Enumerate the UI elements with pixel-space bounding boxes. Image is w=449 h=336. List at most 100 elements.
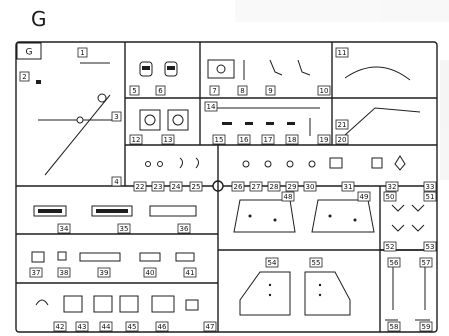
part-number-tag: 32 xyxy=(385,181,399,192)
part-number-tag: 23 xyxy=(151,181,165,192)
part-number-box xyxy=(267,181,281,192)
part-number-box xyxy=(161,134,175,145)
part-number-label: 36 xyxy=(180,225,189,233)
part-number-box xyxy=(99,321,113,332)
part-number-tag: 29 xyxy=(285,181,299,192)
part-54-panel xyxy=(239,271,291,316)
part-number-box xyxy=(203,321,217,332)
part-number-tag: 36 xyxy=(177,223,191,234)
part-number-tag: 26 xyxy=(231,181,245,192)
part-number-box xyxy=(29,267,43,278)
part-number-box xyxy=(265,257,279,268)
part-number-tag: 7 xyxy=(209,85,220,96)
part-number-tag: 6 xyxy=(155,85,166,96)
part-number-label: 41 xyxy=(186,269,195,277)
part-number-label: 58 xyxy=(390,323,399,331)
part-number-box xyxy=(423,241,437,252)
part-11-arch-bar xyxy=(344,66,411,81)
part-number-box xyxy=(129,85,140,96)
part-number-box xyxy=(335,134,349,145)
part-number-label: 9 xyxy=(268,87,272,95)
part-number-tag: 24 xyxy=(169,181,183,192)
part-number-tag: 50 xyxy=(383,191,397,202)
sprue-outer-frame xyxy=(15,41,438,333)
part-number-label: 22 xyxy=(136,183,145,191)
part-number-tag: 1 xyxy=(77,47,88,58)
part-number-box xyxy=(237,134,251,145)
part-number-tag: 17 xyxy=(261,134,275,145)
part-number-tag: 15 xyxy=(212,134,226,145)
part-number-box xyxy=(117,223,131,234)
part-56-59-rods xyxy=(385,265,430,321)
part-37-41-row xyxy=(31,251,195,263)
part-number-tag: 31 xyxy=(341,181,355,192)
part-number-box xyxy=(285,181,299,192)
part-number-box xyxy=(387,321,401,332)
part-42-47-row xyxy=(35,295,199,313)
part-10-hook xyxy=(297,59,311,76)
part-number-label: 42 xyxy=(56,323,65,331)
part-36-panel xyxy=(149,205,197,217)
part-number-box xyxy=(383,241,397,252)
part-number-label: 54 xyxy=(268,259,277,267)
upper-runners xyxy=(124,42,437,186)
part-number-label: 33 xyxy=(426,183,435,191)
part-15-19-small-items xyxy=(222,118,311,136)
part-number-box xyxy=(204,101,218,112)
part-number-label: 40 xyxy=(146,269,155,277)
part-number-tag: 43 xyxy=(75,321,89,332)
part-number-tag: 52 xyxy=(383,241,397,252)
part-number-label: 29 xyxy=(288,183,297,191)
part-number-tag: 55 xyxy=(309,257,323,268)
part-number-label: 16 xyxy=(240,136,249,144)
part-number-tag: 5 xyxy=(129,85,140,96)
part-number-tag: 45 xyxy=(125,321,139,332)
part-number-box xyxy=(423,181,437,192)
part-number-label: 32 xyxy=(388,183,397,191)
background-bleed-through xyxy=(235,0,449,180)
part-number-box xyxy=(385,181,399,192)
part-number-box xyxy=(57,223,71,234)
part-number-box xyxy=(133,181,147,192)
part-number-tag: 11 xyxy=(335,47,349,58)
part-number-box xyxy=(189,181,203,192)
part-number-tag: 42 xyxy=(53,321,67,332)
part-number-tag: 12 xyxy=(129,134,143,145)
part-number-tag: 35 xyxy=(117,223,131,234)
part-number-label: 1 xyxy=(80,49,84,57)
part-number-label: 24 xyxy=(172,183,181,191)
part-number-label: 18 xyxy=(288,136,297,144)
part-number-label: 38 xyxy=(60,269,69,277)
part-number-box xyxy=(53,321,67,332)
part-number-label: 45 xyxy=(128,323,137,331)
part-number-box xyxy=(183,267,197,278)
part-number-tag: 56 xyxy=(387,257,401,268)
part-number-label: 11 xyxy=(338,49,347,57)
part-number-tag: 28 xyxy=(267,181,281,192)
part-number-box xyxy=(177,223,191,234)
part-number-tag: 46 xyxy=(155,321,169,332)
part-number-tag: 47 xyxy=(203,321,217,332)
part-7-plate xyxy=(207,59,235,79)
part-5-lamp xyxy=(139,61,153,77)
part-number-box xyxy=(419,257,433,268)
part-12-bracket xyxy=(139,109,161,131)
part-number-label: 50 xyxy=(386,193,395,201)
part-number-label: 48 xyxy=(284,193,293,201)
part-number-label: 55 xyxy=(312,259,321,267)
part-number-tag: 25 xyxy=(189,181,203,192)
part-number-label: 12 xyxy=(132,136,141,144)
part-number-tag: 10 xyxy=(317,85,331,96)
part-number-box xyxy=(212,134,226,145)
part-number-tag: 33 xyxy=(423,181,437,192)
part-number-label: 15 xyxy=(215,136,224,144)
part-22-24-small xyxy=(145,157,199,169)
part-number-label: 23 xyxy=(154,183,163,191)
part-number-label: 44 xyxy=(102,323,111,331)
part-number-box xyxy=(77,47,88,58)
part-number-box xyxy=(387,257,401,268)
part-number-label: 19 xyxy=(320,136,329,144)
part-number-box xyxy=(19,71,30,82)
part-13-bracket xyxy=(167,109,189,131)
